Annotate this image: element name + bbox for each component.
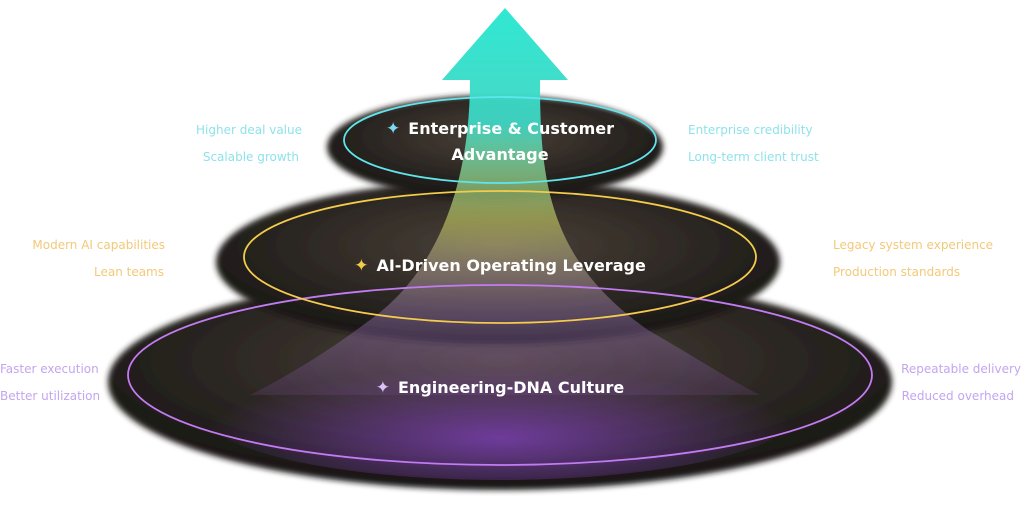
top-right-label-2: Long-term client trust [688,150,819,164]
top-right-label-1: Enterprise credibility [688,123,813,137]
top-ring [343,96,657,184]
bottom-ring [127,284,873,466]
bottom-tier-title-text: Engineering-DNA Culture [398,378,625,397]
mid-tier-title-text: AI-Driven Operating Leverage [376,256,646,275]
mid-ring [243,190,757,324]
mid-tier-title: ✦ AI-Driven Operating Leverage [330,253,670,279]
top-left-label-2: Scalable growth [202,150,299,164]
bottom-left-label-1: Faster execution [0,362,99,376]
sparkle-icon: ✦ [375,378,390,398]
bottom-tier-title: ✦ Engineering-DNA Culture [340,375,660,401]
top-left-label-1: Higher deal value [196,123,302,137]
top-tier-title: ✦ Enterprise & Customer Advantage [360,116,640,168]
sparkle-icon: ✦ [386,119,401,139]
growth-arrow [250,8,760,395]
top-tier-title-line2: Advantage [451,145,549,164]
sparkle-icon: ✦ [354,256,369,276]
bottom-right-label-1: Repeatable delivery [901,362,1021,376]
mid-left-label-2: Lean teams [93,265,164,279]
top-tier-title-line1: Enterprise & Customer [408,119,614,138]
mid-right-label-1: Legacy system experience [833,238,994,252]
mid-right-label-2: Production standards [833,265,961,279]
mid-left-label-1: Modern AI capabilities [32,238,165,252]
bottom-right-label-2: Reduced overhead [901,389,1014,403]
bottom-left-label-2: Better utilization [0,389,101,403]
